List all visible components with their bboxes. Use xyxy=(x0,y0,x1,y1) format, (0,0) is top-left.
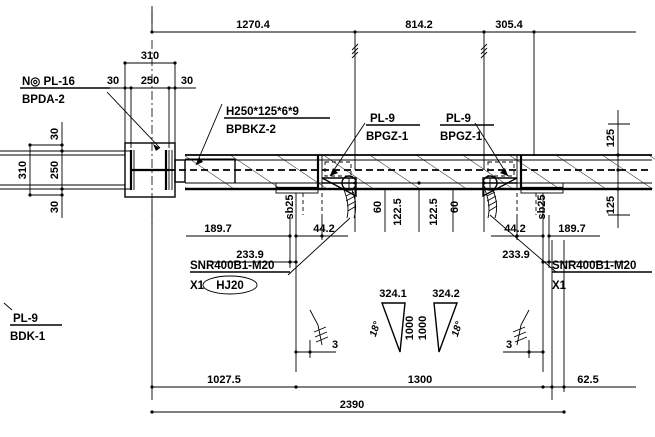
part-label-bpgz-1-right-line1: PL-9 xyxy=(446,113,471,125)
part-label-bpda-2-line1: N◎ PL-16 xyxy=(22,76,75,88)
dim-beam-122-5-right: 122.5 xyxy=(428,198,440,226)
part-label-bdk-1-line1: PL-9 xyxy=(13,313,38,325)
dim-beam-60-left: 60 xyxy=(372,201,384,213)
slope-triangle-left xyxy=(380,302,406,353)
dim-col-w-30-left: 30 xyxy=(107,75,119,87)
dim-right-125-bottom: 125 xyxy=(605,196,617,214)
weld-label-left-sb25: sb25 xyxy=(284,194,296,219)
slope-right-angle: 18° xyxy=(450,319,465,338)
slope-right-run: 324.2 xyxy=(432,288,460,300)
slope-left-angle: 18° xyxy=(368,319,383,338)
dim-col-w-250: 250 xyxy=(141,75,159,87)
slope-left-rise: 1000 xyxy=(404,316,416,340)
bottom-dimension-chain xyxy=(150,200,636,414)
connection-right xyxy=(482,155,564,219)
dim-col-h-30-top: 30 xyxy=(49,128,61,140)
beam-bolt-dimensions xyxy=(353,181,486,232)
dim-top-1270: 1270.4 xyxy=(236,19,271,31)
part-label-bpda-2-line2: BPDA-2 xyxy=(22,94,65,106)
bolt-dimension-chain-right xyxy=(491,193,625,372)
dim-right-44-2: 44.2 xyxy=(504,223,525,235)
leader-lines xyxy=(3,91,557,311)
top-dimension-chain xyxy=(150,10,636,170)
weld-tick-marks xyxy=(302,193,537,215)
dim-beam-60-right: 60 xyxy=(449,201,461,213)
bolt-label-left-qty: X1 xyxy=(190,280,205,292)
part-label-bpbkz-2-line2: BPBKZ-2 xyxy=(226,124,276,136)
beam-hatch-upper xyxy=(185,155,655,175)
dim-col-h-250: 250 xyxy=(49,161,61,179)
part-label-bpgz-1-left-line1: PL-9 xyxy=(370,113,395,125)
dim-right-189-7: 189.7 xyxy=(558,223,586,235)
dim-right-125-top: 125 xyxy=(605,129,617,147)
dim-beam-122-5-left: 122.5 xyxy=(392,198,404,226)
dim-left-233-9: 233.9 xyxy=(236,249,264,261)
bolt-label-right-qty: X1 xyxy=(552,280,567,292)
dim-top-305: 305.4 xyxy=(495,19,523,31)
part-label-bdk-1-line2: BDK-1 xyxy=(10,331,46,343)
gap-detail-right xyxy=(503,309,545,358)
part-label-bpbkz-2-line1: H250*125*6*9 xyxy=(226,106,299,118)
right-vertical-dimensions xyxy=(608,110,630,228)
dim-right-233-9: 233.9 xyxy=(502,249,530,261)
dim-bottom-1300: 1300 xyxy=(408,374,432,386)
dim-gap-left-3: 3 xyxy=(332,339,338,351)
column-assembly xyxy=(0,40,176,228)
dim-col-w-30-right: 30 xyxy=(181,75,193,87)
dim-col-height-310: 310 xyxy=(17,161,29,179)
dim-col-width-310: 310 xyxy=(141,50,159,62)
slope-triangle-right xyxy=(433,302,459,353)
dim-col-h-30-bottom: 30 xyxy=(49,201,61,213)
column-width-dimensions xyxy=(104,61,196,148)
bolt-label-left xyxy=(190,271,290,295)
slope-left-run: 324.1 xyxy=(379,288,407,300)
column-height-dimensions xyxy=(28,122,130,218)
dim-overall-2390: 2390 xyxy=(340,399,364,411)
dim-left-189-7: 189.7 xyxy=(204,223,232,235)
dim-top-814: 814.2 xyxy=(405,19,433,31)
weld-label-right-sb25: sb25 xyxy=(536,194,548,219)
bolt-label-left-text: SNR400B1-M20 xyxy=(190,260,274,272)
bolt-dimension-chain-left xyxy=(186,193,348,372)
gap-detail-left xyxy=(294,309,336,358)
dim-left-44-2: 44.2 xyxy=(313,223,334,235)
slope-right-rise: 1000 xyxy=(417,316,429,340)
part-label-bpgz-1-left-line2: BPGZ-1 xyxy=(366,131,409,143)
main-beam xyxy=(168,154,655,191)
connection-left xyxy=(275,155,357,219)
part-label-bpgz-1-right-line2: BPGZ-1 xyxy=(440,131,483,143)
dim-gap-right-3: 3 xyxy=(506,339,512,351)
dim-bottom-1027-5: 1027.5 xyxy=(207,374,241,386)
bolt-label-right-text: SNR400B1-M20 xyxy=(552,260,636,272)
bolt-label-left-tag: HJ20 xyxy=(216,280,244,292)
dim-bottom-62-5: 62.5 xyxy=(577,374,598,386)
